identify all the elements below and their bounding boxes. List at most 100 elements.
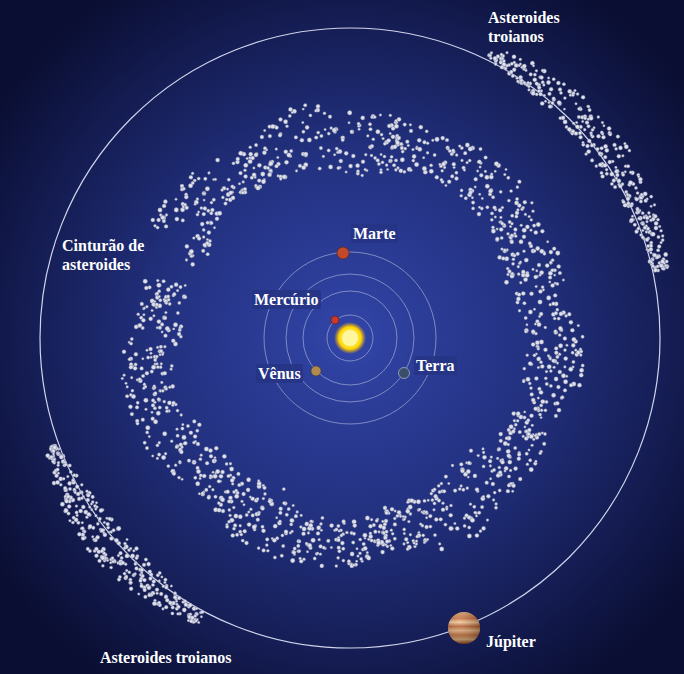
asteroid (234, 514, 239, 519)
asteroid (524, 213, 527, 216)
asteroid (563, 388, 567, 392)
asteroid (494, 63, 497, 66)
asteroid (556, 81, 560, 85)
asteroid (390, 529, 393, 532)
asteroid (215, 158, 219, 162)
asteroid (394, 124, 399, 129)
asteroid (535, 93, 538, 96)
asteroid (179, 325, 183, 329)
asteroid (535, 285, 538, 288)
asteroid (557, 265, 561, 269)
asteroid (307, 532, 310, 535)
asteroid (529, 434, 533, 438)
asteroid (603, 124, 605, 126)
asteroid (512, 484, 516, 488)
asteroid (554, 351, 558, 355)
asteroid (553, 274, 555, 276)
asteroid (443, 166, 446, 169)
asteroid (165, 214, 168, 217)
asteroid (557, 100, 561, 104)
asteroid (535, 82, 539, 86)
asteroid (538, 289, 542, 293)
asteroid (129, 365, 133, 369)
asteroid (164, 224, 168, 228)
asteroid (553, 317, 556, 320)
asteroid (357, 555, 360, 558)
asteroid (416, 499, 421, 504)
asteroid (234, 494, 239, 499)
asteroid (385, 511, 389, 515)
asteroid (163, 345, 166, 348)
asteroid (373, 116, 376, 119)
asteroid (158, 295, 161, 298)
asteroid (360, 557, 363, 560)
asteroid (333, 153, 336, 156)
asteroid (136, 422, 139, 425)
asteroid (454, 522, 457, 525)
asteroid (298, 550, 301, 553)
asteroid (539, 92, 543, 96)
asteroid (529, 73, 533, 77)
asteroid (144, 286, 148, 290)
asteroid (591, 135, 595, 139)
asteroid (515, 215, 519, 219)
asteroid (130, 376, 133, 379)
asteroid (163, 371, 167, 375)
asteroid (327, 132, 330, 135)
asteroid (572, 360, 575, 363)
asteroid (254, 153, 258, 157)
asteroid (509, 469, 512, 472)
asteroid (533, 78, 537, 82)
asteroid (536, 357, 540, 361)
asteroid (636, 191, 639, 194)
asteroid (219, 474, 223, 478)
asteroid (574, 131, 578, 135)
asteroid (560, 396, 563, 399)
asteroid (107, 526, 110, 529)
asteroid (196, 429, 199, 432)
asteroid (269, 161, 274, 166)
asteroid (337, 546, 341, 550)
asteroid (419, 523, 422, 526)
asteroid (600, 171, 603, 174)
asteroid (500, 236, 503, 239)
asteroid (418, 147, 422, 151)
asteroid (168, 386, 171, 389)
asteroid (437, 499, 441, 503)
asteroid (164, 452, 167, 455)
asteroid (366, 556, 370, 560)
asteroid (449, 513, 453, 517)
asteroid (189, 249, 194, 254)
asteroid (134, 325, 138, 329)
asteroid (523, 277, 527, 281)
asteroid (489, 54, 492, 57)
asteroid (557, 408, 561, 412)
asteroid (507, 199, 510, 202)
asteroid (571, 343, 575, 347)
asteroid (489, 478, 492, 481)
asteroid (528, 85, 531, 88)
asteroid (243, 187, 247, 191)
asteroid (558, 333, 561, 336)
asteroid (156, 457, 159, 460)
asteroid (292, 551, 296, 555)
asteroid (468, 526, 471, 529)
asteroid (132, 573, 136, 577)
asteroid (605, 168, 608, 171)
asteroid (95, 501, 97, 503)
asteroid (469, 503, 472, 506)
asteroid (93, 538, 95, 540)
asteroid (161, 216, 165, 220)
asteroid (554, 346, 558, 350)
asteroid (511, 74, 515, 78)
asteroid (444, 475, 448, 479)
asteroid (393, 517, 396, 520)
asteroid (299, 557, 302, 560)
asteroid (116, 527, 120, 531)
asteroid (244, 174, 248, 178)
asteroid (501, 248, 504, 251)
asteroid (494, 506, 497, 509)
asteroid (284, 150, 288, 154)
asteroid (57, 461, 60, 464)
asteroid (547, 354, 550, 357)
